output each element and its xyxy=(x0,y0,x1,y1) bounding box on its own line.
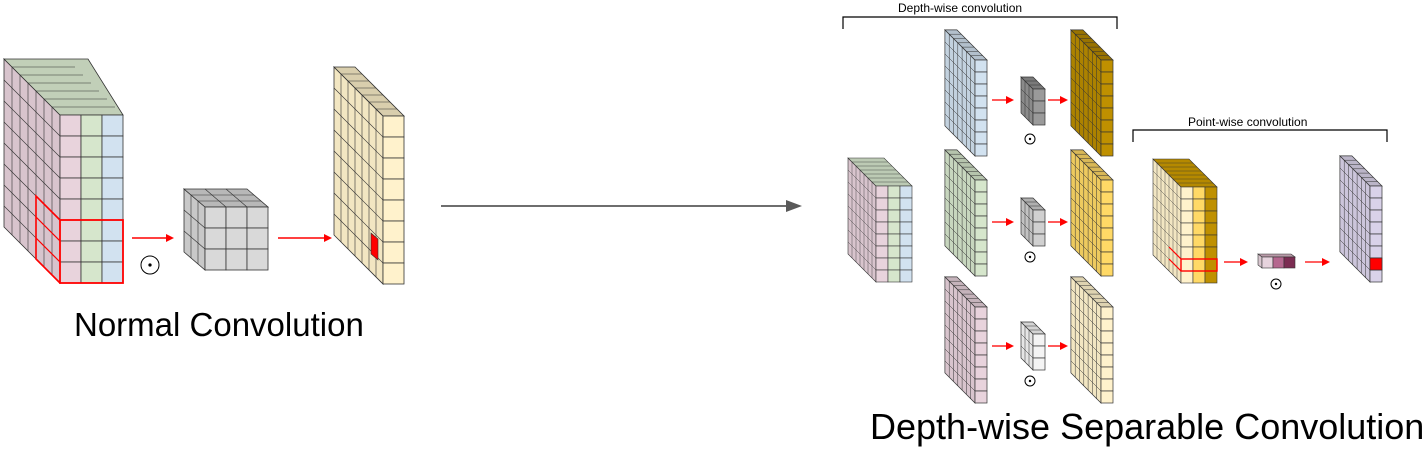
dws-operator-2 xyxy=(1024,251,1036,263)
pointwise-bracket xyxy=(1132,129,1388,142)
pointwise-input-volume xyxy=(1152,158,1218,284)
dws-operator-3 xyxy=(1024,375,1036,387)
output-feature-map xyxy=(333,66,405,285)
depthwise-separable-caption: Depth-wise Separable Convolution xyxy=(870,406,1424,447)
dws-arrow-in-0 xyxy=(992,96,1014,104)
dws-kernel-light xyxy=(1020,321,1046,371)
kernel-3x3x3 xyxy=(182,188,270,271)
dws-arrow-out-0 xyxy=(1048,96,1068,104)
arrow-kernel-to-output xyxy=(278,234,332,242)
pointwise-arrow-out xyxy=(1305,258,1330,266)
dws-output-mid-gold xyxy=(1070,149,1114,277)
dws-kernel-dark xyxy=(1020,76,1046,126)
input-volume xyxy=(3,58,124,284)
depthwise-convolution-label: Depth-wise convolution xyxy=(898,1,1023,15)
arrow-normal-to-depthwise-separable xyxy=(441,200,802,212)
dws-channel-green xyxy=(944,149,988,277)
dws-arrow-in-2 xyxy=(992,342,1014,350)
dws-arrow-in-1 xyxy=(992,218,1014,226)
dws-arrow-out-2 xyxy=(1048,342,1068,350)
dws-kernel-mid xyxy=(1020,197,1046,247)
pointwise-convolution-label: Point-wise convolution xyxy=(1188,115,1308,129)
operator-normal xyxy=(140,255,160,275)
dws-channel-pink xyxy=(944,276,988,404)
dws-output-cream xyxy=(1070,276,1114,404)
pointwise-kernel-1x1x3 xyxy=(1257,253,1296,269)
dws-arrow-out-1 xyxy=(1048,218,1068,226)
dws-channel-blue xyxy=(944,29,988,157)
normal-convolution-caption: Normal Convolution xyxy=(74,306,364,343)
pointwise-arrow-in xyxy=(1224,258,1248,266)
pointwise-operator xyxy=(1270,278,1282,290)
dws-operator-1 xyxy=(1024,133,1036,145)
pointwise-output xyxy=(1339,155,1383,283)
arrow-input-to-kernel xyxy=(132,234,174,242)
depthwise-bracket xyxy=(842,16,1118,29)
dws-input-volume xyxy=(847,157,913,283)
dws-output-dark-gold xyxy=(1070,29,1114,157)
